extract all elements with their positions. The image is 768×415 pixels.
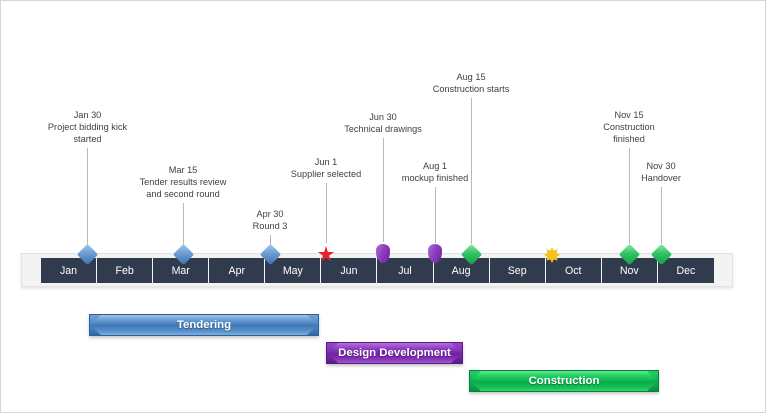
milestone-marker-nov30[interactable]	[650, 243, 672, 266]
milestone-marker-nov15[interactable]	[618, 243, 640, 266]
callout-leader-line	[87, 148, 88, 247]
chevron-left-icon	[327, 343, 338, 363]
month-label: Sep	[507, 264, 527, 277]
month-label: Apr	[228, 264, 246, 277]
phase-bar-construction[interactable]: Construction	[469, 370, 659, 392]
phase-bar-label: Design Development	[338, 347, 451, 359]
callout-date: Jun 1	[314, 157, 338, 167]
callout-text: Tender results review and second round	[139, 177, 227, 200]
pin-purple-icon	[428, 244, 442, 263]
diamond-green-icon	[460, 243, 482, 266]
callout-date: Jan 30	[73, 110, 102, 120]
callout-leader-line	[183, 203, 184, 247]
callout-text: Handover	[641, 173, 681, 184]
callout-text: Construction finished	[603, 122, 655, 145]
milestone-marker-aug1[interactable]	[428, 244, 442, 263]
month-label: Nov	[619, 264, 639, 277]
milestone-marker-aug15[interactable]	[460, 243, 482, 266]
month-cell-apr[interactable]: Apr	[209, 258, 266, 283]
callout-leader-line	[383, 138, 384, 242]
callout-leader-line	[471, 98, 472, 244]
callout-leader-line	[435, 187, 436, 243]
burst-yellow-icon	[544, 247, 560, 263]
chevron-left-icon	[90, 315, 101, 335]
callout-date: Aug 15	[456, 72, 486, 82]
month-cell-jul[interactable]: Jul	[377, 258, 434, 283]
callout-text: Round 3	[252, 221, 288, 232]
month-label: Jan	[59, 264, 78, 277]
milestone-marker-jun30[interactable]	[376, 244, 390, 263]
milestone-callout-jun30: Jun 30 Technical drawings	[327, 111, 439, 135]
milestone-callout-nov30: Nov 30 Handover	[618, 160, 704, 184]
month-label: Aug	[451, 264, 471, 277]
month-cell-aug[interactable]: Aug	[433, 258, 490, 283]
milestone-marker-jan30[interactable]	[76, 243, 98, 266]
callout-leader-line	[270, 235, 271, 247]
callout-text: Technical drawings	[344, 124, 422, 135]
callout-date: Jun 30	[369, 112, 397, 122]
month-cell-may[interactable]: May	[265, 258, 322, 283]
month-label: Jul	[398, 264, 412, 277]
milestone-marker-jun1[interactable]	[317, 246, 335, 263]
phase-bar-label: Tendering	[176, 319, 232, 331]
callout-date: Apr 30	[256, 209, 284, 219]
month-cell-sep[interactable]: Sep	[489, 258, 546, 283]
chevron-left-icon	[470, 371, 481, 391]
milestone-callout-aug1: Aug 1 mockup finished	[385, 160, 485, 184]
callout-date: Aug 1	[422, 161, 447, 171]
timeline-axis-shell: Jan Feb Mar Apr May Jun Jul Aug Sep Oct Nov Dec	[21, 253, 733, 287]
callout-date: Mar 15	[168, 165, 198, 175]
phase-bar-label: Construction	[528, 375, 600, 387]
milestone-marker-sep30[interactable]	[544, 247, 560, 263]
callout-text: Construction starts	[432, 84, 510, 95]
chevron-right-icon	[647, 371, 658, 391]
timeline-month-track[interactable]: Jan Feb Mar Apr May Jun Jul Aug Sep Oct Nov Dec	[41, 258, 714, 283]
milestone-callout-jan30: Jan 30 Project bidding kick started	[35, 109, 140, 146]
callout-date: Nov 30	[646, 161, 676, 171]
callout-date: Nov 15	[614, 110, 644, 120]
month-cell-feb[interactable]: Feb	[97, 258, 154, 283]
star-red-icon	[317, 246, 335, 262]
month-cell-jun[interactable]: Jun	[321, 258, 378, 283]
milestone-marker-apr30[interactable]	[259, 243, 281, 266]
phase-bar-design-development[interactable]: Design Development	[326, 342, 463, 364]
month-label: May	[282, 264, 303, 277]
pin-purple-icon	[376, 244, 390, 263]
diamond-green-icon	[618, 243, 640, 266]
month-label: Dec	[676, 264, 696, 277]
diamond-blue-icon	[259, 243, 281, 266]
month-label: Jun	[340, 264, 358, 277]
milestone-marker-mar15[interactable]	[172, 243, 194, 266]
callout-leader-line	[629, 148, 630, 244]
callout-text: Project bidding kick started	[47, 122, 128, 145]
diamond-green-icon	[650, 243, 672, 266]
phase-bar-tendering[interactable]: Tendering	[89, 314, 319, 336]
month-label: Mar	[171, 264, 190, 277]
diamond-blue-icon	[76, 243, 98, 266]
milestone-callout-jun1: Jun 1 Supplier selected	[273, 156, 379, 180]
callout-leader-line	[661, 187, 662, 244]
milestone-callout-mar15: Mar 15 Tender results review and second r…	[125, 164, 241, 201]
month-label: Feb	[115, 264, 134, 277]
month-cell-oct[interactable]: Oct	[545, 258, 602, 283]
diamond-blue-icon	[172, 243, 194, 266]
callout-text: Supplier selected	[290, 169, 362, 180]
milestone-callout-nov15: Nov 15 Construction finished	[586, 109, 672, 146]
chevron-right-icon	[307, 315, 318, 335]
callout-text: mockup finished	[401, 173, 469, 184]
month-label: Oct	[565, 264, 582, 277]
month-cell-dec[interactable]: Dec	[657, 258, 714, 283]
chevron-right-icon	[451, 343, 462, 363]
milestone-callout-aug15: Aug 15 Construction starts	[415, 71, 527, 95]
milestone-callout-apr30: Apr 30 Round 3	[227, 208, 313, 232]
callout-leader-line	[326, 183, 327, 243]
